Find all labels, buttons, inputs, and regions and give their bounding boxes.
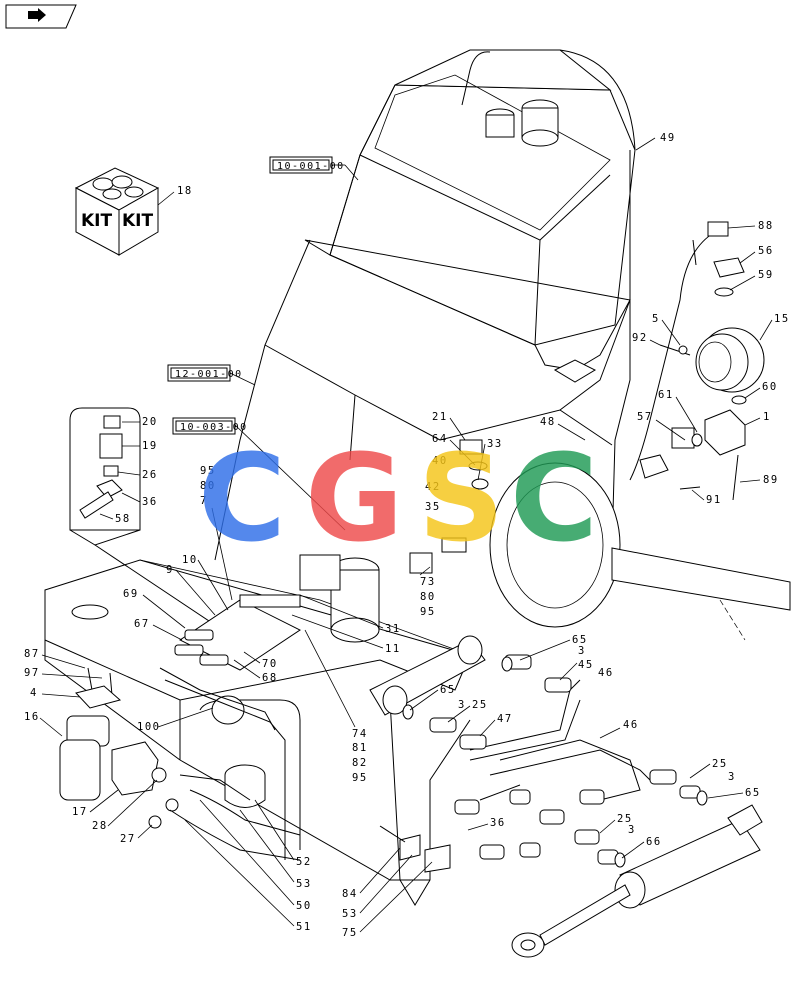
detail-inset [69,407,246,646]
callout-31: 31 [385,623,401,635]
callout-66: 66 [646,836,662,848]
svg-text:10-003-00: 10-003-00 [180,422,248,433]
callout-48: 48 [540,416,556,428]
callout-73: 73 [420,576,436,588]
callout-3-d: 3 [628,824,636,836]
callout-26: 26 [142,469,158,481]
callout-57: 57 [637,411,653,423]
callout-73-b: 7 [200,495,208,507]
callout-70: 70 [262,658,278,670]
callout-49: 49 [660,132,676,144]
callout-60: 60 [762,381,778,393]
callout-51: 51 [296,921,312,933]
callout-56: 56 [758,245,774,257]
callout-52: 52 [296,856,312,868]
callout-67: 67 [134,618,150,630]
callout-45: 45 [578,659,594,671]
svg-text:12-001-00: 12-001-00 [175,369,243,380]
kit-label-left: KIT [81,211,112,231]
watermark-letter-c1: C [198,430,286,569]
callout-61: 61 [658,389,674,401]
callout-25-c: 25 [617,813,633,825]
callout-97: 97 [24,667,40,679]
callout-4: 4 [30,687,38,699]
callout-47: 47 [497,713,513,725]
callout-68: 68 [262,672,278,684]
watermark-letter-g: G [305,430,404,569]
loader-frame [44,49,791,906]
callout-81: 81 [352,742,368,754]
callout-labels: 18 49 88 56 59 15 5 92 60 61 57 1 91 89 … [24,132,790,939]
reference-box-10-001-00[interactable]: 10-001-00 [269,156,359,181]
callout-1: 1 [763,411,771,423]
callout-74: 74 [352,728,368,740]
watermark: C G S C [198,430,598,569]
callout-64: 64 [432,433,448,445]
valve-assembly [174,439,489,671]
callout-11: 11 [385,643,401,655]
callout-27: 27 [120,833,136,845]
callout-36-inset: 36 [142,496,158,508]
callout-69: 69 [123,588,139,600]
callout-80-b: 80 [200,480,216,492]
reference-box-10-003-00[interactable]: 10-003-00 [172,417,346,531]
callout-82: 82 [352,757,368,769]
callout-19: 19 [142,440,158,452]
callout-65-c: 65 [745,787,761,799]
watermark-letter-s: S [418,430,504,569]
callout-88: 88 [758,220,774,232]
callout-21: 21 [432,411,448,423]
callout-84: 84 [342,888,358,900]
callout-59: 59 [758,269,774,281]
kit-label-right: KIT [122,211,153,231]
kit-box: KIT KIT [74,167,175,256]
right-components [629,221,765,501]
svg-text:10-001-00: 10-001-00 [277,161,345,172]
callout-91: 91 [706,494,722,506]
callout-100: 100 [137,721,160,733]
callout-50: 50 [296,900,312,912]
callout-3-a: 3 [578,645,586,657]
callout-25-b: 25 [712,758,728,770]
callout-25-a: 25 [472,699,488,711]
callout-5: 5 [652,313,660,325]
callout-9: 9 [166,564,174,576]
callout-80: 80 [420,591,436,603]
callout-3-c: 3 [728,771,736,783]
reference-box-12-001-00[interactable]: 12-001-00 [167,364,256,386]
callout-65-a: 65 [572,634,588,646]
callout-15: 15 [774,313,790,325]
hydraulic-lines [379,654,763,958]
watermark-letter-c2: C [510,430,598,569]
callout-92: 92 [632,332,648,344]
callout-36-b: 36 [490,817,506,829]
callout-18: 18 [177,185,193,197]
callout-53: 53 [296,878,312,890]
callout-46-b: 46 [623,719,639,731]
callout-95-b: 95 [200,465,216,477]
left-components [59,667,301,861]
callout-58: 58 [115,513,131,525]
callout-16: 16 [24,711,40,723]
callout-40: 40 [432,455,448,467]
callout-53-b: 53 [342,908,358,920]
callout-65-b: 65 [440,684,456,696]
callout-46-a: 46 [598,667,614,679]
callout-33: 33 [487,438,503,450]
callout-75: 75 [342,927,358,939]
nav-flag-icon[interactable] [5,4,77,29]
callout-89: 89 [763,474,779,486]
callout-95-c: 95 [352,772,368,784]
callout-95: 95 [420,606,436,618]
callout-20: 20 [142,416,158,428]
callout-28: 28 [92,820,108,832]
callout-35: 35 [425,501,441,513]
callout-17: 17 [72,806,88,818]
callout-10: 10 [182,554,198,566]
callout-42: 42 [425,481,441,493]
callout-87: 87 [24,648,40,660]
callout-3-b: 3 [458,699,466,711]
